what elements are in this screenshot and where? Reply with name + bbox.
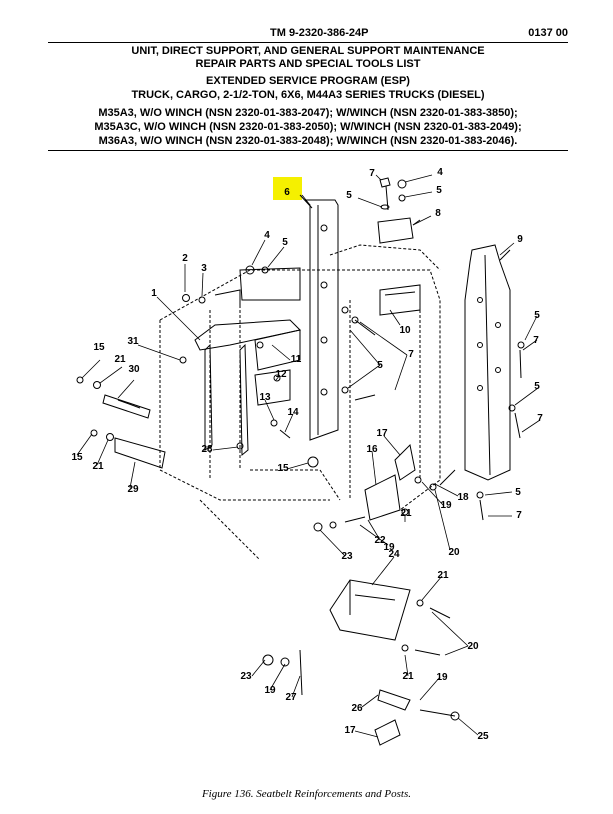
callout-7: 7 <box>408 349 414 360</box>
callout-1: 1 <box>151 288 157 299</box>
callout-23: 23 <box>341 551 353 562</box>
callout-21: 21 <box>402 671 414 682</box>
callout-13: 13 <box>259 392 271 403</box>
highlight-box <box>273 177 302 200</box>
bracket-8 <box>377 217 421 244</box>
callout-5: 5 <box>436 185 442 196</box>
bracket-10 <box>379 284 421 316</box>
mounting-plate-24 <box>329 579 411 641</box>
center-post <box>299 194 339 441</box>
title-line-1: UNIT, DIRECT SUPPORT, AND GENERAL SUPPOR… <box>131 45 485 57</box>
program-line: EXTENDED SERVICE PROGRAM (ESP) <box>206 75 410 87</box>
callout-8: 8 <box>435 208 441 219</box>
callout-3: 3 <box>201 263 207 274</box>
header-top-line: TM 9-2320-386-24P 0137 00 <box>48 27 568 43</box>
callout-22: 22 <box>374 535 386 546</box>
seat-frame-outline <box>159 244 441 561</box>
callout-24: 24 <box>388 549 400 560</box>
callout-18: 18 <box>457 492 469 503</box>
callout-7: 7 <box>369 168 375 179</box>
callout-5: 5 <box>534 381 540 392</box>
strap-29 <box>114 437 166 469</box>
callout-21: 21 <box>400 508 412 519</box>
strap-30 <box>102 394 151 419</box>
callout-7: 7 <box>516 510 522 521</box>
callout-7: 7 <box>537 413 543 424</box>
callout-11: 11 <box>291 354 302 365</box>
header-rule-top <box>48 42 568 43</box>
tm-number: TM 9-2320-386-24P <box>270 27 369 39</box>
callout-6: 6 <box>284 187 290 198</box>
callout-4: 4 <box>264 230 270 241</box>
model-line-1: M35A3, W/O WINCH (NSN 2320-01-383-2047);… <box>98 107 518 119</box>
leader-lines <box>76 174 541 738</box>
bottom-hardware <box>262 649 460 746</box>
callout-7: 7 <box>533 335 539 346</box>
callout-23: 23 <box>240 671 252 682</box>
fasteners <box>76 265 525 656</box>
callout-19: 19 <box>383 542 395 553</box>
callout-30: 30 <box>128 364 140 375</box>
callout-25: 25 <box>477 731 489 742</box>
top-bolts <box>379 177 407 211</box>
callout-19: 19 <box>264 685 276 696</box>
callout-5: 5 <box>534 310 540 321</box>
left-brackets <box>194 267 302 457</box>
callout-31: 31 <box>127 336 139 347</box>
callout-17: 17 <box>376 428 388 439</box>
model-line-2: M35A3C, W/O WINCH (NSN 2320-01-383-2050)… <box>94 121 522 133</box>
callout-15: 15 <box>71 452 83 463</box>
callout-5: 5 <box>282 237 288 248</box>
callout-19: 19 <box>440 500 452 511</box>
callout-27: 27 <box>285 692 297 703</box>
callout-12: 12 <box>275 369 287 380</box>
callout-21: 21 <box>437 570 449 581</box>
model-line-3: M36A3, W/O WINCH (NSN 2320-01-383-2048);… <box>98 135 518 147</box>
callout-16: 16 <box>366 444 378 455</box>
right-post <box>464 244 511 481</box>
callout-2: 2 <box>182 253 188 264</box>
header-rule-bottom <box>48 150 568 151</box>
callout-10: 10 <box>399 325 411 336</box>
callout-20: 20 <box>448 547 460 558</box>
callout-20: 20 <box>467 641 479 652</box>
page-number: 0137 00 <box>528 27 568 39</box>
callout-15: 15 <box>277 463 289 474</box>
title-line-2: REPAIR PARTS AND SPECIAL TOOLS LIST <box>195 58 421 70</box>
callout-17: 17 <box>344 725 356 736</box>
callout-5: 5 <box>346 190 352 201</box>
callout-26: 26 <box>351 703 363 714</box>
vehicle-line: TRUCK, CARGO, 2-1/2-TON, 6X6, M44A3 SERI… <box>131 89 485 101</box>
callout-5: 5 <box>515 487 521 498</box>
callout-14: 14 <box>287 407 299 418</box>
bracket-16 <box>364 443 416 521</box>
callout-19: 19 <box>436 672 448 683</box>
callout-21: 21 <box>114 354 126 365</box>
callout-4: 4 <box>437 167 443 178</box>
callout-5: 5 <box>377 360 383 371</box>
callout-9: 9 <box>517 234 523 245</box>
figure-caption: Figure 136. Seatbelt Reinforcements and … <box>201 788 412 800</box>
callout-21: 21 <box>92 461 104 472</box>
callout-15: 15 <box>93 342 105 353</box>
exploded-parts-diagram: 6745589452311075311115213012131457571521… <box>71 167 543 746</box>
callout-29: 29 <box>127 484 139 495</box>
callout-28: 28 <box>201 444 213 455</box>
